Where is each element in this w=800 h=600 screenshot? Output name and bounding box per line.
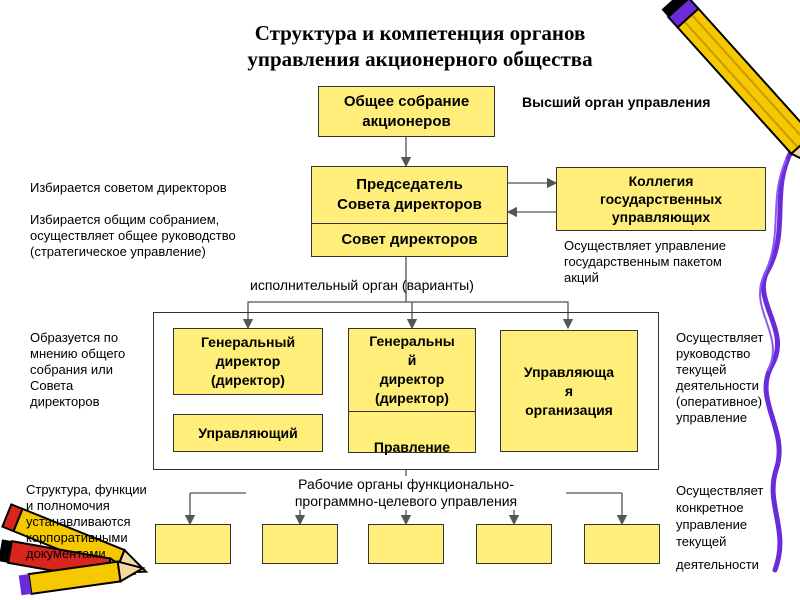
concrete-management-line-5: деятельности bbox=[676, 557, 759, 572]
board-of-directors-box: Совет директоров bbox=[311, 223, 508, 257]
concrete-management-line-4: текущей bbox=[676, 534, 727, 549]
structure-note-line-4: корпоративными bbox=[26, 530, 128, 545]
general-director-2-line-2: й bbox=[407, 352, 417, 368]
general-director-1-line-2: директор bbox=[215, 353, 281, 369]
collegium-line-3: управляющих bbox=[611, 209, 711, 225]
concrete-management-line-3: управление bbox=[676, 517, 748, 532]
page-title-line-2: управления акционерного общества bbox=[247, 47, 593, 71]
structure-note: Структура, функции и полномочия устанавл… bbox=[26, 482, 147, 562]
working-organ-box-4 bbox=[476, 524, 552, 564]
chairman-line-2: Совета директоров bbox=[337, 196, 482, 213]
formed-by-line-3: собрания или bbox=[30, 362, 113, 377]
state-package-line-1: Осуществляет управление bbox=[564, 238, 727, 253]
page-title-line-1: Структура и компетенция органов bbox=[254, 21, 586, 45]
executive-variants-label: исполнительный орган (варианты) bbox=[250, 277, 474, 293]
working-organs-label: Рабочие органы функционально- программно… bbox=[246, 476, 566, 510]
elected-by-meeting-line-2: осуществляет общее руководство bbox=[30, 228, 236, 243]
working-organs-line-1: Рабочие органы функционально- bbox=[298, 476, 514, 492]
managing-organization-line-3: организация bbox=[525, 401, 613, 418]
formed-by-note: Образуется по мнению общего собрания или… bbox=[30, 330, 125, 410]
formed-by-line-4: Совета bbox=[30, 378, 74, 393]
managing-organization-line-1: Управляюща bbox=[523, 363, 615, 380]
working-organ-box-2 bbox=[262, 524, 338, 564]
formed-by-line-2: мнению общего bbox=[30, 346, 126, 361]
general-director-1-line-1: Генеральный bbox=[200, 334, 296, 350]
working-organ-box-3 bbox=[368, 524, 444, 564]
manager-box: Управляющий bbox=[173, 414, 323, 452]
general-director-box-1: Генеральный директор (директор) bbox=[173, 328, 323, 395]
formed-by-line-1: Образуется по bbox=[30, 330, 119, 345]
collegium-line-2: государственных bbox=[600, 191, 722, 207]
manager-label: Управляющий bbox=[198, 424, 298, 441]
structure-note-line-2: и полномочия bbox=[26, 498, 110, 513]
executive-variants-frame bbox=[153, 312, 659, 470]
state-package-line-2: государственным пакетом bbox=[564, 254, 722, 269]
chairman-line-1: Председатель bbox=[356, 176, 463, 193]
structure-note-line-5: документами bbox=[26, 546, 106, 561]
working-organ-box-5 bbox=[584, 524, 660, 564]
pravlenie-label: Правление bbox=[373, 439, 451, 455]
concrete-management-line-2: конкретное bbox=[676, 500, 744, 515]
collegium-box: Коллегия государственных управляющих bbox=[556, 167, 766, 231]
current-management-note: Осуществляет руководство текущей деятель… bbox=[676, 330, 763, 426]
collegium-line-1: Коллегия bbox=[628, 173, 694, 189]
general-meeting-box: Общее собрание акционеров bbox=[318, 86, 495, 137]
working-organs-line-2: программно-целевого управления bbox=[294, 493, 518, 509]
current-management-line-3: текущей bbox=[676, 362, 727, 377]
state-package-note: Осуществляет управление государственным … bbox=[564, 238, 726, 286]
working-organ-box-1 bbox=[155, 524, 231, 564]
general-director-2-line-4: (директор) bbox=[375, 390, 449, 406]
structure-note-line-3: устанавливаются bbox=[26, 514, 131, 529]
chairman-box: Председатель Совета директоров bbox=[311, 166, 508, 224]
current-management-line-1: Осуществляет bbox=[676, 330, 764, 345]
elected-by-meeting-line-3: (стратегическое управление) bbox=[30, 244, 206, 259]
current-management-line-5: (оперативное) bbox=[676, 394, 763, 409]
elected-by-board-note: Избирается советом директоров bbox=[30, 180, 227, 195]
elected-by-meeting-note: Избирается общим собранием, осуществляет… bbox=[30, 212, 236, 260]
structure-note-line-1: Структура, функции bbox=[26, 482, 147, 497]
general-director-1-line-3: (директор) bbox=[211, 372, 285, 388]
general-director-box-2: Генеральны й директор (директор) bbox=[348, 328, 476, 412]
concrete-management-note: Осуществляет конкретное управление текущ… bbox=[676, 482, 763, 573]
current-management-line-6: управление bbox=[676, 410, 748, 425]
general-meeting-line-1: Общее собрание bbox=[343, 92, 470, 110]
concrete-management-line-1: Осуществляет bbox=[676, 483, 764, 498]
managing-organization-line-2: я bbox=[564, 382, 574, 399]
managing-organization-box: Управляюща я организация bbox=[500, 330, 638, 452]
highest-organ-label: Высший орган управления bbox=[522, 94, 711, 110]
general-director-2-line-3: директор bbox=[379, 371, 445, 387]
current-management-line-2: руководство bbox=[676, 346, 751, 361]
elected-by-meeting-line-1: Избирается общим собранием, bbox=[30, 212, 220, 227]
formed-by-line-5: директоров bbox=[30, 394, 100, 409]
general-meeting-line-2: акционеров bbox=[362, 112, 451, 130]
general-director-2-line-1: Генеральны bbox=[369, 333, 455, 349]
board-of-directors-label: Совет директоров bbox=[341, 231, 478, 248]
pravlenie-box: Правление bbox=[348, 411, 476, 455]
current-management-line-4: деятельности bbox=[676, 378, 759, 393]
state-package-line-3: акций bbox=[564, 270, 599, 285]
